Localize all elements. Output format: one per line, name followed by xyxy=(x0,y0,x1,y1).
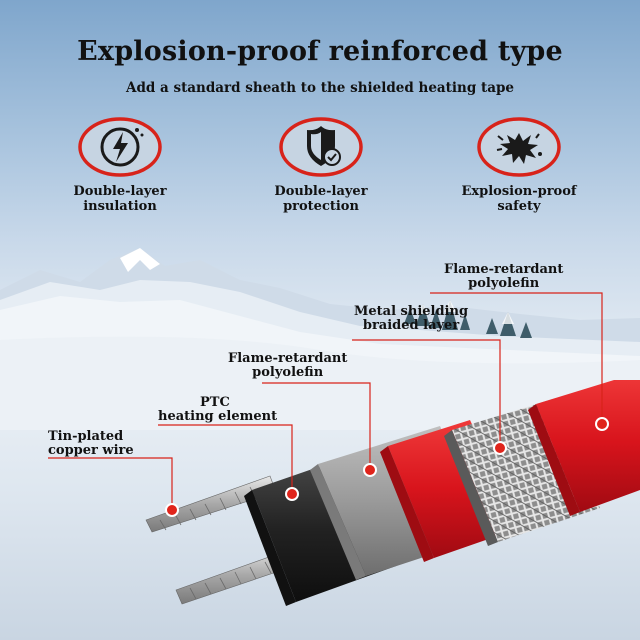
feature-protection-label: Double-layer protection xyxy=(274,184,368,214)
heating-cable-illustration xyxy=(145,380,640,606)
callout-inner-jacket: Flame-retardant polyolefin xyxy=(228,351,348,380)
feature-safety-label: Explosion-proof safety xyxy=(461,184,577,214)
shield-check-icon xyxy=(278,116,364,178)
feature-protection: Double-layer protection xyxy=(236,116,406,214)
callout-metal-braid: Metal shielding braided layer xyxy=(354,304,469,333)
lightning-shield-icon xyxy=(77,116,163,178)
callout-outer-jacket: Flame-retardant polyolefin xyxy=(444,262,564,291)
feature-safety: Explosion-proof safety xyxy=(434,116,604,214)
feature-insulation: Double-layer insulation xyxy=(35,116,205,214)
feature-insulation-label: Double-layer insulation xyxy=(73,184,167,214)
page-title: Explosion-proof reinforced type xyxy=(77,36,563,67)
explosion-icon xyxy=(476,116,562,178)
callout-copper-wire: Tin-plated copper wire xyxy=(48,429,134,458)
callout-ptc-element: PTC heating element xyxy=(158,395,278,424)
page-subtitle: Add a standard sheath to the shielded he… xyxy=(125,80,515,96)
